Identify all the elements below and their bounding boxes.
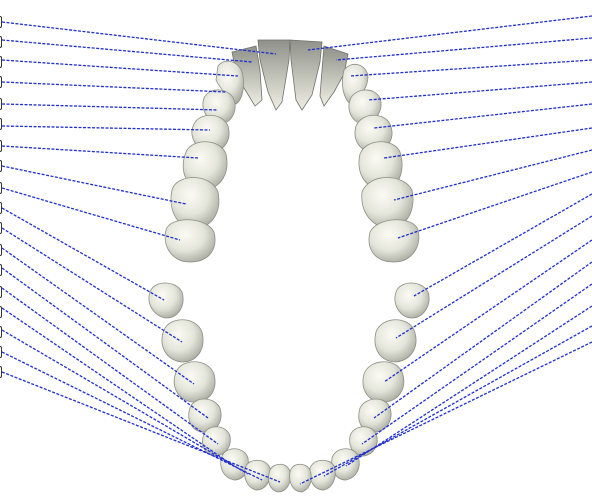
label-box-left-13[interactable] [0, 264, 2, 276]
label-box-left-17[interactable] [0, 346, 2, 358]
leader-line-right-10 [396, 216, 592, 338]
tooth-lower-central-incisor-right [290, 464, 312, 492]
tooth-upper-central-incisor-right [290, 40, 322, 110]
leader-line-right-16 [300, 342, 592, 484]
tooth-lower-molar-3-left [149, 283, 183, 318]
leader-line-right-13 [362, 284, 592, 444]
tooth-lower-lateral-incisor-left [245, 460, 271, 490]
leader-line-left-8 [2, 166, 186, 204]
leader-line-left-1 [2, 22, 276, 54]
label-box-left-16[interactable] [0, 326, 2, 338]
leader-line-left-4 [2, 82, 226, 92]
label-box-left-6[interactable] [0, 118, 2, 130]
label-box-left-12[interactable] [0, 244, 2, 256]
leader-line-left-3 [2, 60, 238, 76]
label-box-left-11[interactable] [0, 222, 2, 234]
label-box-left-3[interactable] [0, 56, 2, 68]
tooth-lower-lateral-incisor-right [310, 460, 336, 490]
label-box-left-9[interactable] [0, 182, 2, 194]
tooth-lower-molar-1-left [174, 362, 215, 402]
lower-arch [149, 283, 429, 492]
leader-line-left-5 [2, 104, 218, 110]
tooth-upper-central-incisor-left [258, 40, 290, 110]
label-box-left-14[interactable] [0, 286, 2, 298]
label-box-left-2[interactable] [0, 36, 2, 48]
leader-line-left-2 [2, 40, 252, 62]
tooth-lower-molar-2-right [375, 320, 416, 362]
leader-line-right-7 [394, 150, 592, 200]
leader-line-left-7 [2, 146, 198, 158]
leader-line-left-10 [2, 208, 164, 300]
label-box-left-7[interactable] [0, 140, 2, 152]
leader-line-right-2 [336, 38, 592, 60]
leader-line-left-11 [2, 228, 182, 342]
label-box-left-5[interactable] [0, 98, 2, 110]
upper-arch [165, 40, 419, 262]
leader-line-right-3 [350, 60, 592, 76]
label-box-left-15[interactable] [0, 306, 2, 318]
label-box-left-1[interactable] [0, 16, 2, 28]
leader-line-right-6 [384, 128, 592, 158]
leader-line-right-5 [374, 104, 592, 128]
tooth-lower-molar-2-left [162, 320, 203, 362]
leader-line-right-1 [308, 16, 592, 50]
label-box-left-10[interactable] [0, 202, 2, 214]
tooth-upper-molar-3-right [369, 220, 419, 262]
leader-line-left-9 [2, 188, 180, 240]
tooth-upper-molar-3-left [165, 220, 215, 262]
tooth-lower-molar-1-right [363, 362, 404, 402]
leader-line-right-4 [368, 82, 592, 100]
tooth-lower-molar-3-right [395, 283, 429, 318]
label-box-left-4[interactable] [0, 76, 2, 88]
tooth-lower-canine-right [332, 449, 360, 480]
label-box-left-18[interactable] [0, 366, 2, 378]
leader-line-right-8 [398, 172, 592, 238]
leader-line-left-6 [2, 126, 210, 130]
label-box-left-8[interactable] [0, 160, 2, 172]
